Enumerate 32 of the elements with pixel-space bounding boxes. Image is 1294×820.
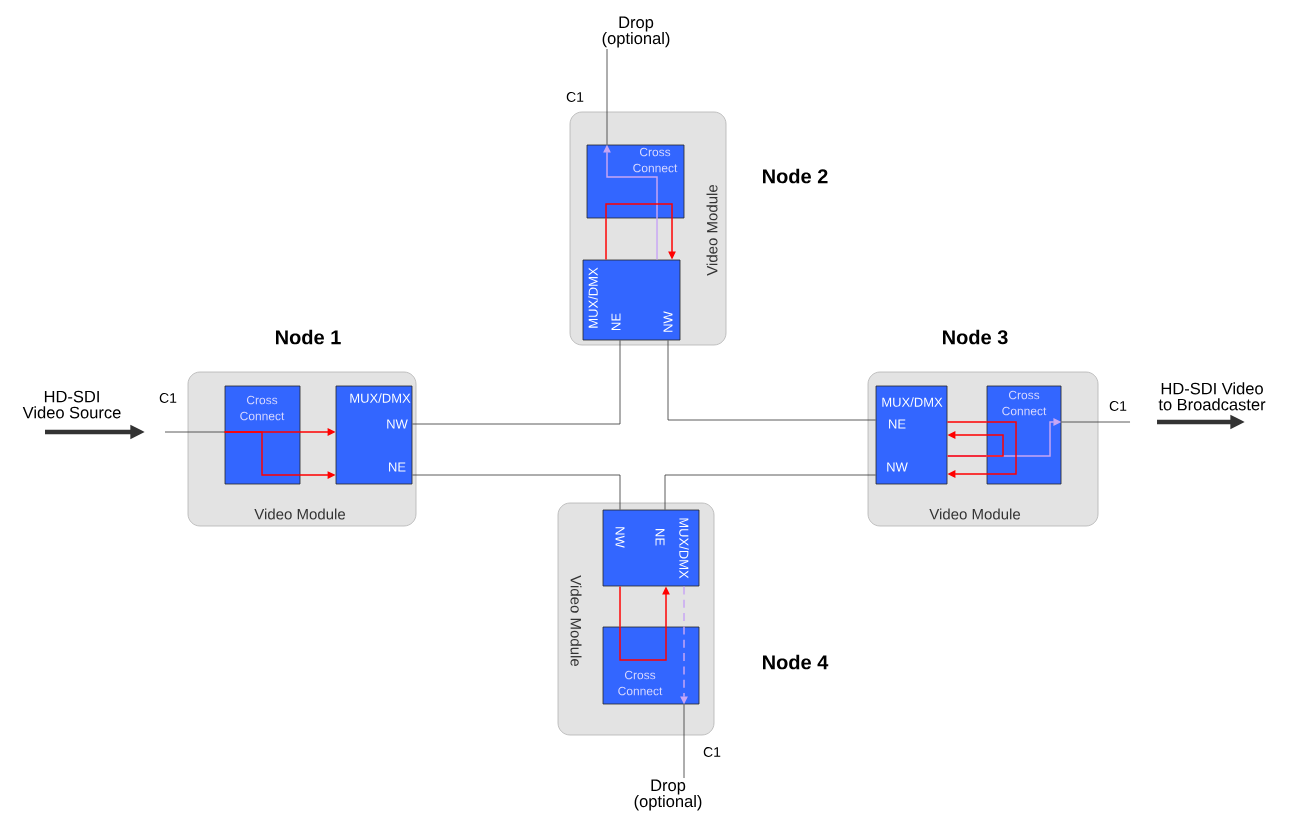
endpoint-label: HD-SDI Video Source bbox=[22, 390, 121, 419]
node-heading: Node 4 bbox=[763, 654, 829, 670]
connector-line bbox=[412, 474, 621, 510]
connector-line bbox=[605, 217, 607, 261]
node-heading: Node 3 bbox=[943, 329, 1008, 345]
connector-line bbox=[683, 704, 685, 779]
edge-label: C1 bbox=[157, 391, 179, 405]
mux-box: MUX/DMX NE NW bbox=[582, 259, 681, 341]
connector-line bbox=[606, 48, 608, 145]
edge-label: C1 bbox=[564, 90, 586, 104]
endpoint-label: HD-SDI Video to Broadcaster bbox=[1158, 382, 1266, 411]
mux-box: MUX/DMX NE NW bbox=[875, 385, 948, 485]
connector-line bbox=[164, 431, 225, 433]
edge-label: C1 bbox=[1107, 399, 1129, 413]
node-heading: Node 1 bbox=[276, 329, 341, 345]
cross-connect-box: Cross Connect bbox=[602, 626, 700, 705]
connector-line bbox=[946, 455, 988, 457]
cross-connect-box: Cross Connect bbox=[224, 385, 301, 485]
cross-connect-box: Cross Connect bbox=[986, 385, 1062, 485]
connector-line bbox=[619, 585, 621, 628]
endpoint-label: Drop (optional) bbox=[602, 16, 670, 48]
cross-connect-box: Cross Connect bbox=[586, 144, 685, 219]
mux-box: NW NE MUX/DMX bbox=[602, 509, 700, 587]
mux-box: MUX/DMX NW NE bbox=[335, 385, 413, 485]
connector-line bbox=[946, 421, 988, 423]
connector-line bbox=[664, 474, 876, 510]
endpoint-label: Drop (optional) bbox=[634, 779, 702, 811]
edge-label: C1 bbox=[701, 745, 723, 759]
node-heading: Node 2 bbox=[763, 168, 828, 184]
connector-line bbox=[1061, 421, 1131, 423]
connector-line bbox=[412, 340, 621, 425]
connector-line bbox=[667, 340, 876, 421]
